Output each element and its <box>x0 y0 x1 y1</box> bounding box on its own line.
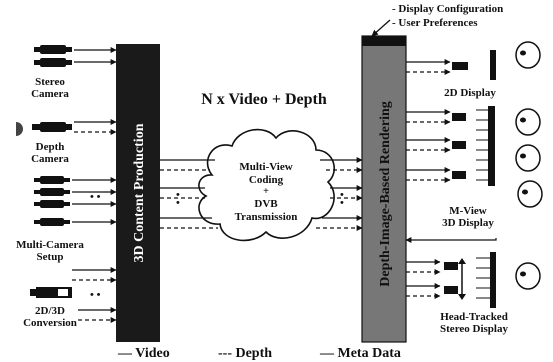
multi-camera-label-2: Setup <box>37 251 64 263</box>
stream-lines <box>160 157 363 231</box>
cloud-line-2: Coding <box>249 174 284 186</box>
cloud-line-5: Transmission <box>235 211 298 223</box>
depth-camera-label-2: Camera <box>31 153 69 165</box>
head-tracked-label-1: Head-Tracked <box>440 311 508 323</box>
cloud-line-4: DVB <box>254 198 278 210</box>
stream-ellipsis-right-2: • <box>340 197 344 209</box>
conversion-label-2: Conversion <box>23 317 77 329</box>
cloud-line-3: + <box>263 186 269 197</box>
multiview-display-label-2: 3D Display <box>442 217 494 229</box>
legend-meta-data: — Meta Data <box>319 346 401 361</box>
stream-ellipsis-right: • <box>340 189 344 201</box>
conversion-arrows <box>72 267 117 323</box>
stereo-camera-icon <box>34 45 72 67</box>
note-display-configuration: - Display Configuration <box>392 3 503 15</box>
stream-ellipsis-left: • <box>176 189 180 201</box>
dibr-block: Depth-Image-Based Rendering <box>361 35 407 343</box>
conversion-label-1: 2D/3D <box>35 305 65 317</box>
head-tracked-display-arrows <box>406 259 441 299</box>
note-user-preferences: - User Preferences <box>392 17 478 29</box>
legend: — Video --- Depth — Meta Data <box>117 346 401 361</box>
display-2d-arrows <box>406 59 451 75</box>
content-production-block: 3D Content Production <box>116 44 160 342</box>
film-conversion-icon <box>30 287 72 298</box>
depth-camera-arrows <box>74 119 117 135</box>
multi-camera-icon <box>34 176 70 226</box>
dibr-label: Depth-Image-Based Rendering <box>378 101 393 287</box>
head-tracked-display-icon <box>444 252 541 308</box>
multiview-display-arrows <box>406 109 451 183</box>
cloud-line-1: Multi-View <box>239 161 292 173</box>
content-production-label: 3D Content Production <box>132 123 147 262</box>
stream-ellipsis-left-2: • <box>176 197 180 209</box>
stereo-camera-label-2: Camera <box>31 88 69 100</box>
depth-camera-label-1: Depth <box>36 141 65 153</box>
depth-camera-icon <box>16 122 72 136</box>
conversion-ellipsis: • • <box>90 289 101 301</box>
center-label: N x Video + Depth <box>201 91 327 108</box>
stereo-camera-arrows <box>74 47 117 65</box>
legend-depth: --- Depth <box>218 346 272 361</box>
note-arrow <box>371 19 391 37</box>
stereo-camera-label-1: Stereo <box>35 76 65 88</box>
multiview-display-icon <box>452 106 543 208</box>
multi-camera-arrows <box>72 177 117 225</box>
legend-video: — Video <box>117 346 170 361</box>
head-tracking-feedback-arrow <box>405 237 497 243</box>
multi-camera-ellipsis: • • <box>90 191 101 203</box>
multiview-display-label-1: M-View <box>449 205 487 217</box>
multi-camera-label-1: Multi-Camera <box>16 239 84 251</box>
display-2d-icon <box>452 41 541 80</box>
transmission-cloud: Multi-View Coding + DVB Transmission <box>198 128 336 242</box>
display-2d-label: 2D Display <box>444 87 496 99</box>
head-tracked-label-2: Stereo Display <box>440 323 508 335</box>
